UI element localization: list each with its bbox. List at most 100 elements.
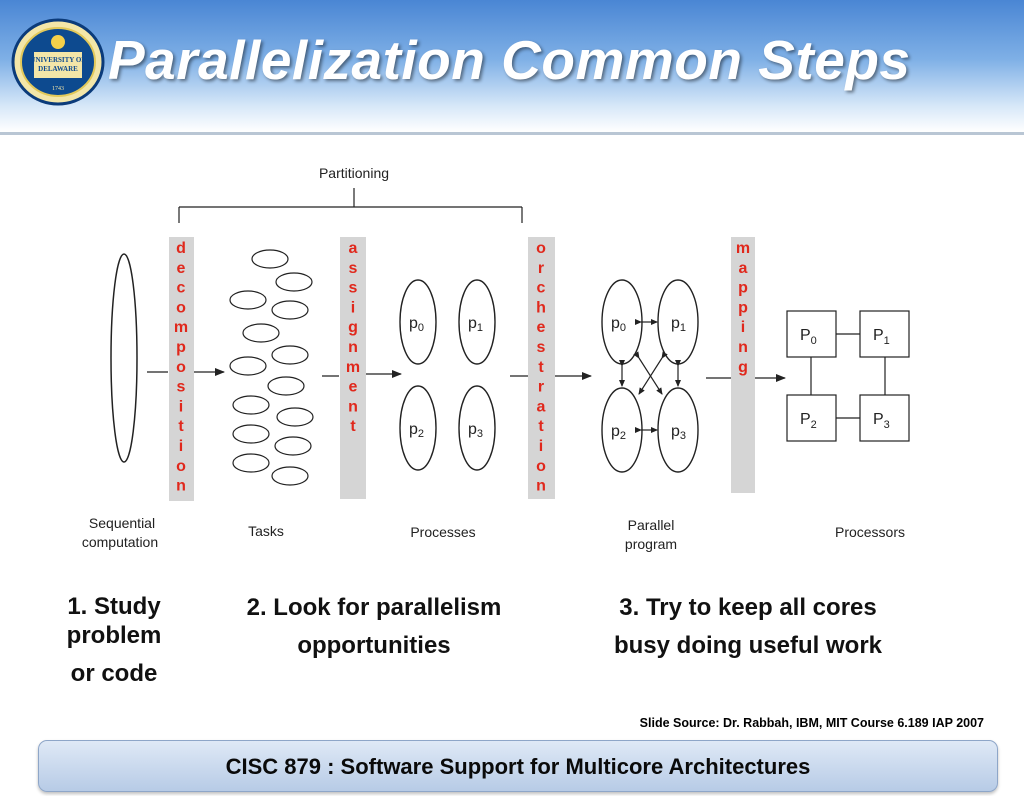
decomposition-letter: e: [177, 260, 186, 277]
processor-box-p2: [786, 394, 837, 442]
label-processors: Processors: [835, 524, 905, 540]
slide-source: Slide Source: Dr. Rabbah, IBM, MIT Cours…: [639, 716, 984, 730]
university-logo: UNIVERSITY OF DELAWARE 1743: [11, 18, 105, 106]
parallelization-diagram: Partitioning Sequential computation deco…: [82, 165, 910, 552]
step3-line2: busy doing useful work: [613, 632, 883, 659]
footer-course-title: CISC 879 : Software Support for Multicor…: [225, 754, 811, 779]
process-label-p1: p1: [468, 315, 483, 334]
mapping-letter: a: [739, 260, 748, 277]
task-ellipse: [229, 356, 267, 376]
step1-line3: or code: [70, 660, 158, 687]
footer-bar: CISC 879 : Software Support for Multicor…: [38, 740, 998, 792]
tasks-group: [229, 249, 314, 486]
assignment-letter: s: [349, 280, 358, 297]
task-ellipse: [271, 300, 309, 320]
process-ellipse-p3: [458, 385, 496, 471]
step3-caption: 3. Try to keep all cores busy doing usef…: [568, 589, 928, 665]
logo-text-bottom: DELAWARE: [38, 65, 78, 73]
processor-label-p2: P2: [800, 411, 817, 431]
step2-caption: 2. Look for parallelism opportunities: [210, 589, 538, 665]
assignment-letter: a: [349, 240, 358, 257]
decomposition-bar: [169, 237, 194, 501]
orchestration-letter: a: [537, 398, 546, 415]
decomposition-letter: n: [176, 478, 186, 495]
task-ellipse: [275, 272, 313, 292]
orchestration-letter: n: [536, 478, 546, 495]
processor-box-p3: [859, 394, 910, 442]
step3-line1: 3. Try to keep all cores: [619, 594, 877, 621]
mapping-letter: i: [741, 319, 745, 336]
task-ellipse: [232, 453, 270, 473]
program-label-p0: p0: [611, 315, 626, 334]
step1-line1: 1. Study: [67, 593, 161, 620]
mapping-letter: g: [738, 359, 748, 376]
communication-arrows: [619, 319, 681, 433]
step2-line1: 2. Look for parallelism: [246, 594, 502, 621]
processor-label-p1: P1: [873, 327, 890, 347]
task-ellipse: [242, 323, 280, 343]
orchestration-letter: r: [538, 260, 544, 277]
processor-box-p0: [786, 310, 837, 358]
decomposition-letter: o: [176, 359, 186, 376]
processes-group: p0 p1 p2 p3: [399, 279, 496, 471]
processor-label-p3: P3: [873, 411, 890, 431]
label-parallel-line1: Parallel: [628, 517, 675, 533]
program-label-p2: p2: [611, 423, 626, 442]
decomposition-letter: o: [176, 458, 186, 475]
program-ellipse-p3: [657, 387, 699, 473]
orchestration-letter: c: [537, 280, 546, 297]
assignment-bar: [340, 237, 366, 499]
logo-text-top: UNIVERSITY OF: [30, 56, 85, 64]
mapping-bar: [731, 237, 755, 493]
orchestration-letter: t: [538, 418, 544, 435]
process-ellipse-p2: [399, 385, 437, 471]
program-label-p1: p1: [671, 315, 686, 334]
task-ellipse: [271, 345, 309, 365]
label-sequential-line1: Sequential: [89, 515, 155, 531]
orchestration-letter: h: [536, 299, 546, 316]
orchestration-bar: [528, 237, 555, 499]
decomposition-letter: s: [177, 379, 186, 396]
parallel-program-group: p0 p1 p2 p3: [601, 279, 699, 473]
orchestration-letter: r: [538, 379, 544, 396]
label-parallel-line2: program: [625, 536, 677, 552]
process-ellipse-p0: [399, 279, 437, 365]
assignment-letter: s: [349, 260, 358, 277]
orchestration-letter: t: [538, 359, 544, 376]
partitioning-bracket: [178, 188, 523, 223]
assignment-letter: t: [350, 418, 356, 435]
orchestration-letter: s: [537, 339, 546, 356]
processor-label-p0: P0: [800, 327, 817, 347]
step1-caption: 1. Study problem or code: [40, 590, 188, 700]
logo-year: 1743: [52, 86, 64, 92]
partitioning-label: Partitioning: [319, 165, 389, 181]
orchestration-letter: i: [539, 438, 543, 455]
task-ellipse: [271, 466, 309, 486]
task-ellipse: [232, 424, 270, 444]
mapping-letter: p: [738, 280, 748, 297]
sequential-computation-shape: [110, 253, 138, 463]
page-title: Parallelization Common Steps: [108, 29, 911, 91]
task-ellipse: [229, 290, 267, 310]
task-ellipse: [251, 249, 289, 269]
label-tasks: Tasks: [248, 523, 284, 539]
step1-line2: problem: [66, 622, 162, 649]
decomposition-letter: p: [176, 339, 186, 356]
processors-group: P0 P1 P2 P3: [786, 310, 910, 442]
assignment-letter: n: [348, 339, 358, 356]
task-ellipse: [267, 376, 305, 396]
decomposition-letter: c: [177, 280, 186, 297]
task-ellipse: [232, 395, 270, 415]
assignment-letter: m: [346, 359, 360, 376]
process-label-p0: p0: [409, 315, 424, 334]
decomposition-letter: d: [176, 240, 186, 257]
program-label-p3: p3: [671, 423, 686, 442]
decomposition-letter: t: [178, 418, 184, 435]
assignment-letter: i: [351, 299, 355, 316]
task-ellipse: [276, 407, 314, 427]
mapping-letter: m: [736, 240, 750, 257]
